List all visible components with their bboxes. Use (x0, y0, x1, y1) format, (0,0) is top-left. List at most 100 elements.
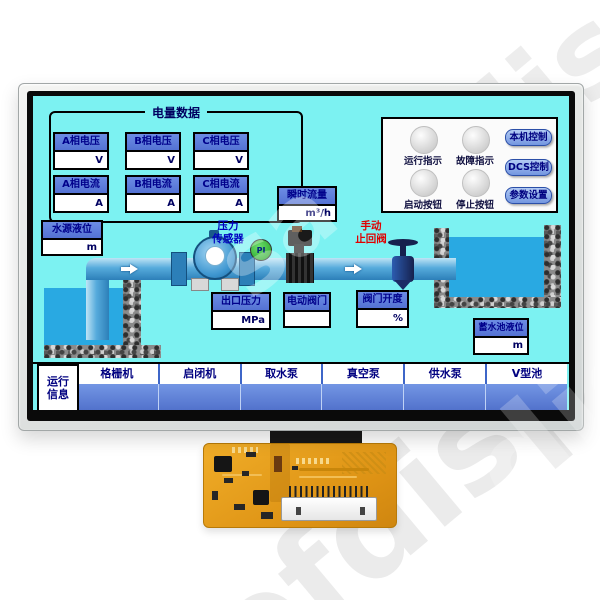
pcb-trace (299, 476, 357, 478)
source-level-box: 水源液位 m (41, 220, 103, 256)
tab-strip (239, 384, 322, 410)
arrow-shape (345, 267, 354, 271)
pump-foot (191, 278, 209, 291)
smd-part (246, 452, 256, 457)
lcd-module: PI 电量数据 A相电压 V B相电压 V (18, 83, 584, 431)
flowmeter-neck (294, 244, 304, 256)
tab-vacuum-pump[interactable]: 真空泵 (321, 364, 404, 410)
tab-supply-pump[interactable]: 供水泵 (403, 364, 486, 410)
reservoir-level-box: 蓄水池液位 m (473, 318, 529, 355)
phase-c-current-box: C相电流 A (193, 175, 249, 213)
pump-foot (221, 278, 239, 291)
box-value: % (392, 312, 403, 324)
flow-arrow-icon (121, 264, 139, 274)
tab-hoist[interactable]: 启闭机 (157, 364, 240, 410)
phase-a-voltage-box: A相电压 V (53, 132, 109, 170)
tab-intake-pump[interactable]: 取水泵 (239, 364, 322, 410)
box-value: V (95, 154, 103, 166)
reservoir-wall-right (544, 225, 561, 297)
box-value: A (95, 197, 103, 209)
electric-valve-box: 电动阀门 (283, 292, 331, 328)
control-panel: 运行指示 故障指示 启动按钮 停止按钮 本机控制 DCS控制 参数设置 (381, 117, 558, 213)
box-label: 瞬时流量 (279, 188, 335, 206)
reservoir-floor (434, 297, 561, 308)
tab-label: 格栅机 (76, 364, 158, 384)
box-label: B相电压 (127, 134, 179, 152)
box-value: m (86, 241, 97, 253)
box-value: m (512, 340, 523, 351)
outlet-pressure-box: 出口压力 MPa (211, 292, 271, 330)
flowmeter-head (288, 230, 312, 246)
box-label: B相电流 (127, 177, 179, 195)
pump-flange (171, 252, 187, 286)
connector-slot (360, 507, 365, 515)
smd-part (242, 471, 249, 476)
connector-pins (289, 486, 371, 497)
flow-meter-box: 瞬时流量 m³/h (277, 186, 337, 222)
box-label: A相电流 (55, 177, 107, 195)
box-value: A (167, 197, 175, 209)
phase-b-current-box: B相电流 A (125, 175, 181, 213)
local-control-button[interactable]: 本机控制 (505, 129, 552, 146)
flow-arrow-icon (345, 264, 363, 274)
fault-indicator-lamp (462, 126, 490, 154)
tab-label: 真空泵 (321, 364, 404, 384)
reservoir-water (449, 237, 544, 297)
stop-button-label: 停止按钮 (455, 200, 494, 211)
box-value: MPa (241, 314, 265, 326)
tab-label: 取水泵 (239, 364, 322, 384)
pump-hub (205, 246, 225, 266)
tab-strip (76, 384, 158, 410)
arrow-shape (130, 264, 138, 274)
source-tank-wall (123, 278, 141, 345)
start-button[interactable] (410, 169, 438, 197)
phase-c-voltage-box: C相电压 V (193, 132, 249, 170)
connector-slot (296, 507, 301, 515)
box-value (285, 312, 329, 326)
box-value: V (235, 154, 243, 166)
power-data-group: 电量数据 (49, 104, 303, 223)
smd-part (212, 491, 218, 500)
valve-opening-box: 阀门开度 % (356, 290, 409, 328)
phase-b-voltage-box: B相电压 V (125, 132, 181, 170)
fault-indicator-label: 故障指示 (455, 156, 494, 167)
tab-bar: 运行 信息 格栅机 启闭机 取水泵 (33, 362, 569, 410)
valve-tip (394, 280, 412, 290)
tab-strip (403, 384, 486, 410)
box-label: C相电流 (195, 177, 247, 195)
driver-pcb (203, 443, 397, 528)
box-label: 出口压力 (213, 294, 269, 312)
arrow-shape (121, 267, 130, 271)
source-tank-water (44, 288, 126, 345)
tab-strip (485, 384, 567, 410)
tab-label: V型池 (485, 364, 567, 384)
dcs-control-button[interactable]: DCS控制 (505, 159, 552, 176)
tab-label: 启闭机 (157, 364, 240, 384)
box-label: 电动阀门 (285, 294, 329, 312)
tab-v-pool[interactable]: V型池 (485, 364, 567, 410)
pi-gauge: PI (250, 239, 272, 261)
box-value: m³/h (305, 207, 331, 219)
tab-grating-machine[interactable]: 格栅机 (76, 364, 158, 410)
run-indicator-lamp (410, 126, 438, 154)
box-label: 水源液位 (43, 222, 101, 240)
box-label: C相电压 (195, 134, 247, 152)
tab-strip (157, 384, 240, 410)
box-value: V (167, 154, 175, 166)
box-label: A相电压 (55, 134, 107, 152)
pump-cap (209, 230, 219, 238)
flowmeter-body (286, 253, 314, 283)
valve-stem (400, 244, 406, 260)
pcb-marking (232, 447, 258, 453)
smd-part (274, 456, 282, 472)
smd-part (234, 504, 245, 510)
param-settings-button[interactable]: 参数设置 (505, 187, 552, 204)
watermark: s (0, 590, 122, 600)
smd-part (261, 512, 273, 519)
hmi-screen: PI 电量数据 A相电压 V B相电压 V (33, 96, 569, 410)
stop-button[interactable] (462, 169, 490, 197)
flowmeter-detail (292, 226, 302, 232)
pressure-sensor-label: 压力 传感器 (212, 220, 244, 245)
box-label: 蓄水池液位 (475, 320, 527, 338)
run-indicator-label: 运行指示 (403, 156, 442, 167)
